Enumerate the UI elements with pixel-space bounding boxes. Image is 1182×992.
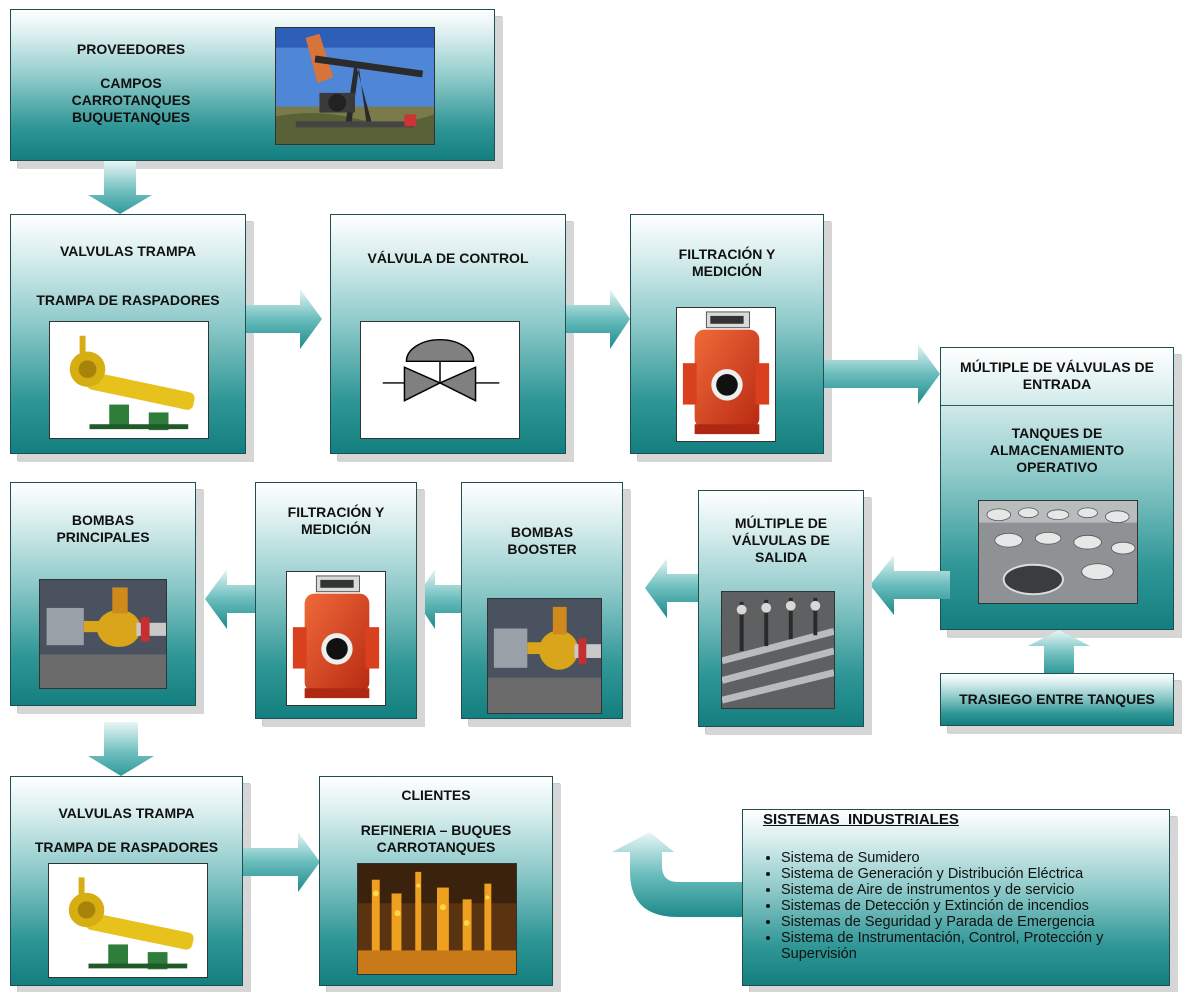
filtracion-medicion-box-1: FILTRACIÓN Y MEDICIÓN [630,214,824,454]
control-valve-symbol-image [360,321,520,439]
bombas-principales-title: BOMBAS PRINCIPALES [56,512,150,545]
scraper-trap-image-2 [48,863,208,978]
sistema-item: Sistema de Sumidero [781,850,1171,866]
multiple-salida-title: MÚLTIPLE DE VÁLVULAS DE SALIDA [732,515,830,565]
storage-tanks-image [978,500,1138,604]
proveedores-items: CAMPOS CARROTANQUES BUQUETANQUES [71,75,191,125]
filtracion-medicion-box-2: FILTRACIÓN Y MEDICIÓN [255,482,417,719]
arrow-left-1 [870,555,950,615]
multiple-entrada-box: MÚLTIPLE DE VÁLVULAS DE ENTRADA TANQUES … [940,347,1174,630]
tanques-almacenamiento-label: TANQUES DE ALMACENAMIENTO OPERATIVO [989,425,1125,475]
refinery-image [357,863,517,975]
main-pump-image [39,579,167,689]
sistema-item: Sistemas de Seguridad y Parada de Emerge… [781,914,1171,930]
multiple-entrada-title: MÚLTIPLE DE VÁLVULAS DE ENTRADA [960,359,1154,392]
valvulas-trampa-title: VALVULAS TRAMPA [59,243,197,259]
sistemas-list: Sistema de Sumidero Sistema de Generació… [743,850,1171,962]
valvula-control-box: VÁLVULA DE CONTROL [330,214,566,454]
trasiego-box: TRASIEGO ENTRE TANQUES [940,673,1174,726]
multiple-salida-box: MÚLTIPLE DE VÁLVULAS DE SALIDA [698,490,864,727]
bombas-booster-box: BOMBAS BOOSTER [461,482,623,719]
arrow-right-2 [566,289,630,349]
sistemas-industriales-title: SISTEMAS INDUSTRIALES [763,811,959,828]
valve-manifold-image [721,591,835,709]
valvulas-trampa-box-1: VALVULAS TRAMPA TRAMPA DE RASPADORES [10,214,246,454]
arrow-down-1 [88,161,152,214]
oil-pumpjack-image [275,27,435,145]
bombas-principales-box: BOMBAS PRINCIPALES [10,482,196,706]
arrow-up-trasiego [1028,630,1090,673]
proveedores-box: PROVEEDORES CAMPOS CARROTANQUES BUQUETAN… [10,9,495,161]
sistema-item: Sistema de Generación y Distribución Elé… [781,866,1171,882]
arrow-left-2 [645,558,698,618]
sistema-item: Sistema de Aire de instrumentos y de ser… [781,882,1171,898]
trampa-raspadores-label-2: TRAMPA DE RASPADORES [34,839,219,855]
arrow-right-1 [246,289,322,349]
sistemas-industriales-box: SISTEMAS INDUSTRIALES Sistema de Sumider… [742,809,1170,986]
valvulas-trampa-title-2: VALVULAS TRAMPA [58,805,195,821]
sistema-item: Sistema de Instrumentación, Control, Pro… [781,930,1171,962]
booster-pump-image [487,598,602,714]
arrow-curved-sistemas [610,832,745,917]
valvula-control-title: VÁLVULA DE CONTROL [367,250,529,266]
flow-meter-image-2 [286,571,386,706]
filtracion-medicion-title-2: FILTRACIÓN Y MEDICIÓN [287,504,385,537]
trampa-raspadores-label: TRAMPA DE RASPADORES [36,292,220,308]
scraper-trap-image [49,321,209,439]
valvulas-trampa-box-2: VALVULAS TRAMPA TRAMPA DE RASPADORES [10,776,243,986]
arrow-right-3 [824,344,940,404]
flow-meter-image [676,307,776,442]
proveedores-title: PROVEEDORES [76,41,186,57]
arrow-left-4 [205,569,255,629]
arrow-right-4 [243,832,320,892]
arrow-left-3 [415,569,461,629]
refineria-label: REFINERIA – BUQUES CARROTANQUES [360,822,512,855]
clientes-box: CLIENTES REFINERIA – BUQUES CARROTANQUES [319,776,553,986]
clientes-title: CLIENTES [401,787,471,803]
trasiego-title: TRASIEGO ENTRE TANQUES [959,691,1155,707]
arrow-down-2 [88,722,154,776]
sistema-item: Sistemas de Detección y Extinción de inc… [781,898,1171,914]
filtracion-medicion-title: FILTRACIÓN Y MEDICIÓN [678,246,776,279]
multiple-entrada-divider [941,405,1173,406]
bombas-booster-title: BOMBAS BOOSTER [507,524,577,557]
